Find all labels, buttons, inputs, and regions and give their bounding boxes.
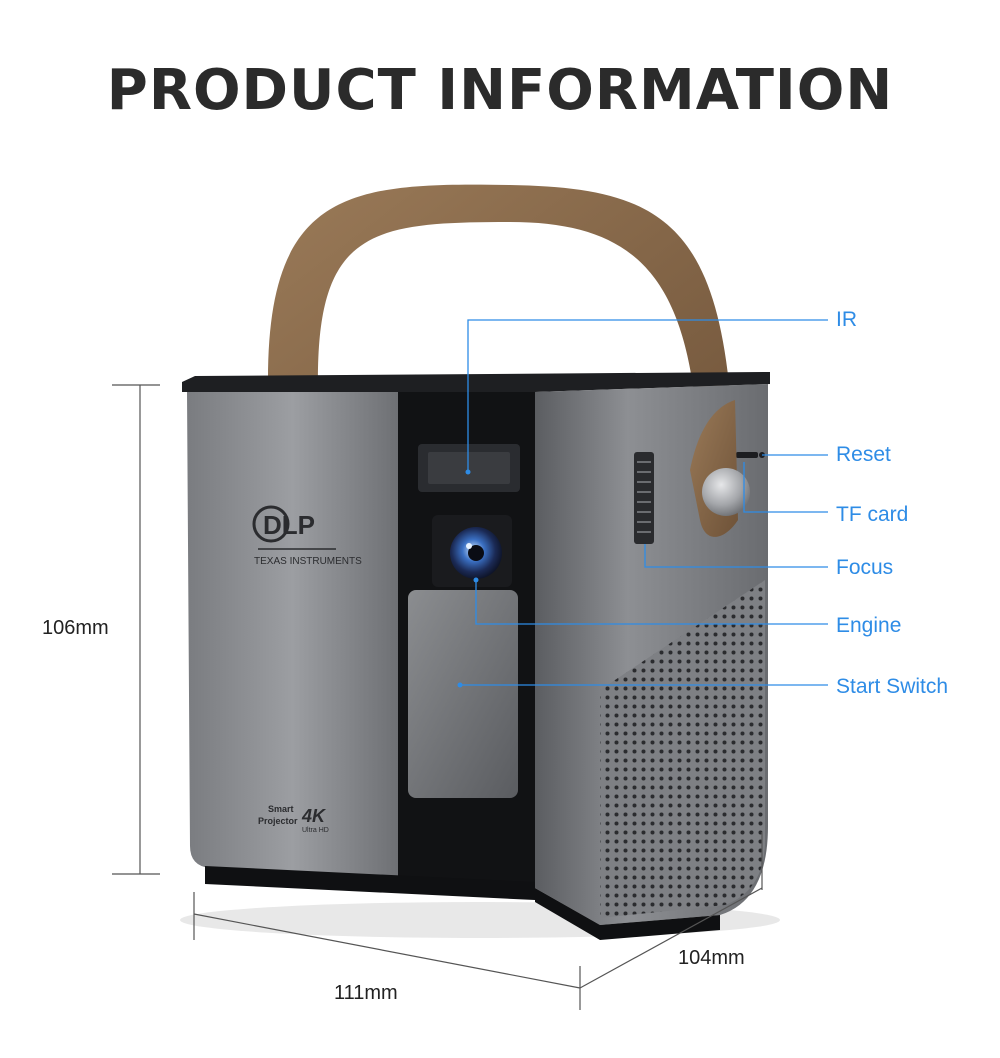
- svg-text:Smart: Smart: [268, 804, 294, 814]
- svg-text:TEXAS INSTRUMENTS: TEXAS INSTRUMENTS: [254, 556, 362, 567]
- width-dimension-label: 111mm: [334, 982, 398, 1004]
- callout-reset: Reset: [836, 443, 891, 466]
- front-panel: [187, 392, 398, 876]
- tf-card-callout-line: [743, 462, 828, 513]
- depth-dimension-label: 104mm: [678, 947, 745, 969]
- projector-top: [182, 372, 770, 392]
- svg-text:4K: 4K: [301, 806, 327, 826]
- focus-wheel: [634, 452, 654, 544]
- page-title: PRODUCT INFORMATION: [106, 58, 894, 123]
- svg-text:DLP: DLP: [263, 510, 315, 540]
- strap-knob: [702, 468, 750, 516]
- depth-dim-line: [579, 887, 763, 989]
- svg-text:Projector: Projector: [258, 816, 298, 826]
- dlp-logo: DLP TEXAS INSTRUMENTS: [252, 505, 362, 567]
- focus-callout-line: [644, 544, 828, 568]
- callout-start-switch: Start Switch: [836, 675, 949, 698]
- svg-text:Ultra HD: Ultra HD: [302, 827, 329, 834]
- height-dimension-label: 106mm: [42, 617, 109, 639]
- callout-focus: Focus: [836, 556, 894, 579]
- speaker-grill: [600, 580, 765, 918]
- engine-callout-line: [475, 580, 828, 625]
- tf-card-slot: [736, 452, 758, 458]
- callout-ir: IR: [836, 308, 857, 331]
- width-dim-line: [193, 913, 581, 989]
- callout-engine: Engine: [836, 614, 902, 637]
- projector-base: [205, 866, 535, 900]
- callout-tf-card: TF card: [836, 503, 909, 526]
- ir-callout-line: [467, 319, 828, 472]
- 4k-badge: Smart Projector 4K Ultra HD: [258, 804, 329, 834]
- start-switch-plate: [408, 590, 518, 798]
